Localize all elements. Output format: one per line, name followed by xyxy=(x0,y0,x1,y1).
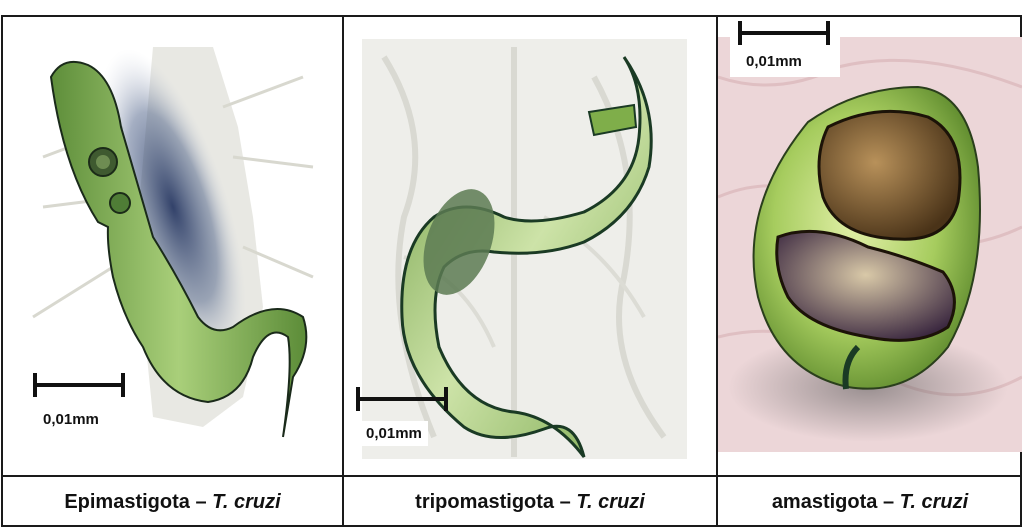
caption-dash: – xyxy=(554,491,576,514)
caption-amastigota: amastigota – T. cruzi xyxy=(718,477,1022,527)
amastigota-drawing xyxy=(718,17,1022,475)
species-name: T. cruzi xyxy=(576,491,645,514)
organism-stage-name: tripomastigota xyxy=(415,491,554,514)
species-name: T. cruzi xyxy=(212,491,281,514)
caption-tripomastigota: tripomastigota – T. cruzi xyxy=(344,477,716,527)
figure-table: 0,01mm 0,0 xyxy=(1,15,1022,527)
caption-dash: – xyxy=(877,491,899,514)
species-name: T. cruzi xyxy=(900,491,969,514)
epimastigota-illustration: 0,01mm xyxy=(3,17,342,475)
organism-stage-name: Epimastigota xyxy=(64,491,190,514)
organism-stage-name: amastigota xyxy=(772,491,878,514)
caption-epimastigota: Epimastigota – T. cruzi xyxy=(3,477,342,527)
scale-label: 0,01mm xyxy=(37,407,105,432)
tripomastigota-drawing xyxy=(344,17,716,475)
scale-label: 0,01mm xyxy=(360,421,428,446)
caption-dash: – xyxy=(190,491,212,514)
scale-label: 0,01mm xyxy=(742,53,806,70)
tripomastigota-illustration: 0,01mm xyxy=(344,17,716,475)
amastigota-illustration: 0,01mm xyxy=(718,17,1022,475)
